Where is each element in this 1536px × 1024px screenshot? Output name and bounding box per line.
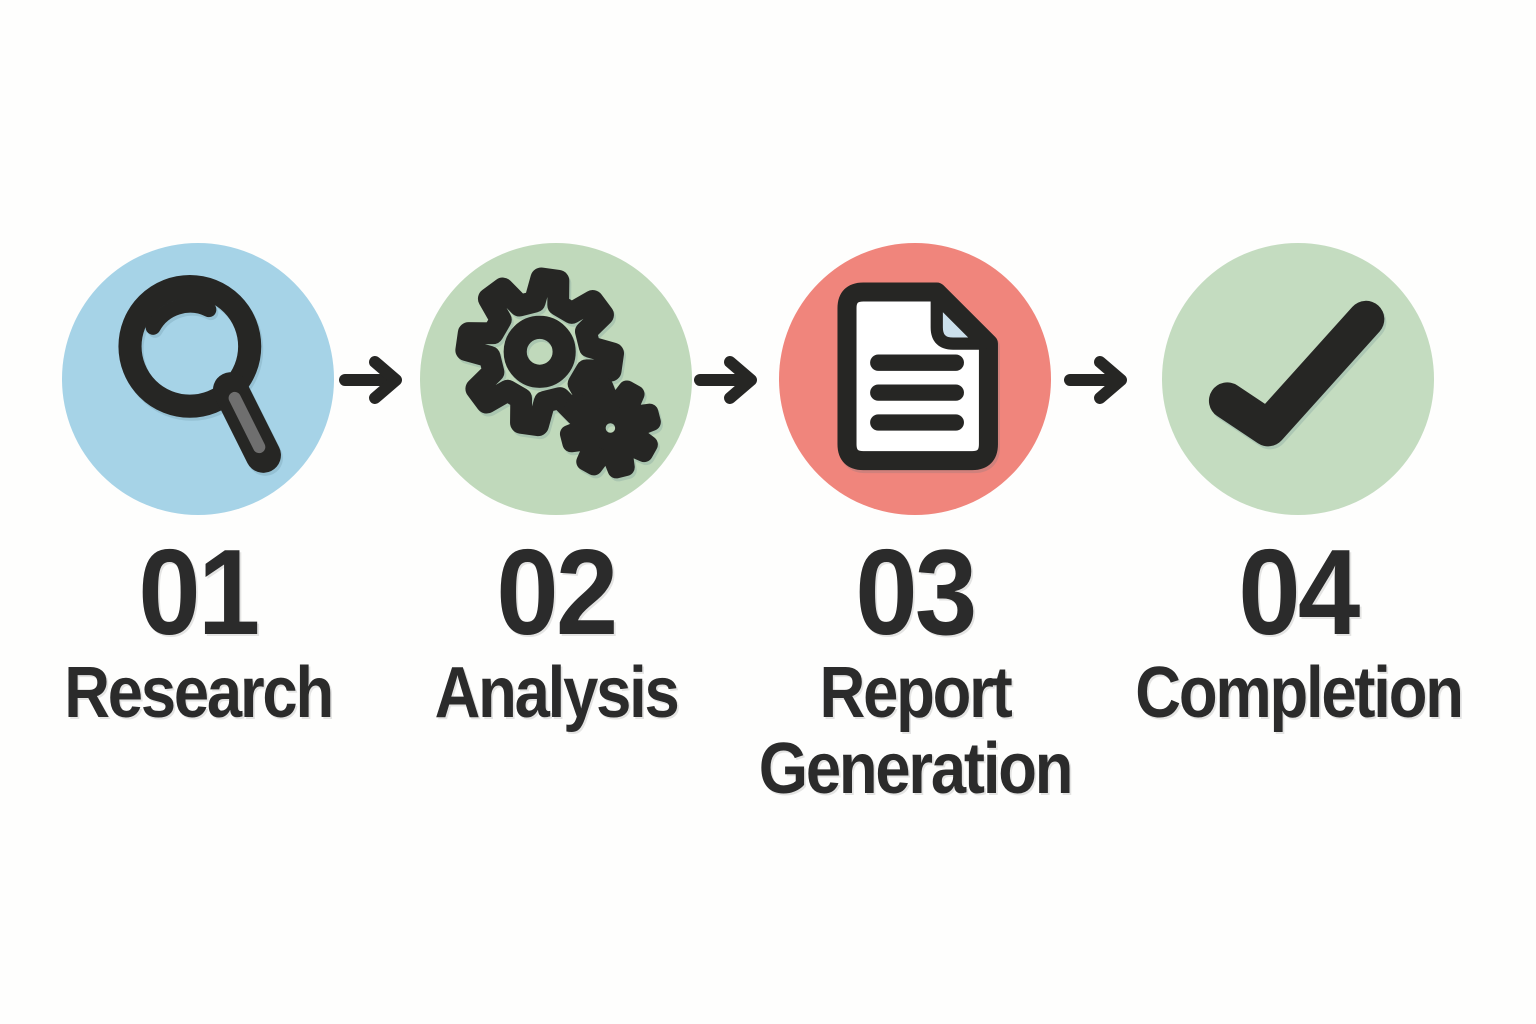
- arrow-icon: [1064, 349, 1130, 411]
- arrow-icon: [339, 349, 405, 411]
- gears-icon: [455, 267, 661, 479]
- report-circle: [779, 243, 1051, 515]
- checkmark-icon: [1208, 300, 1385, 447]
- step-number: 01: [138, 524, 260, 660]
- step-number: 04: [1238, 524, 1360, 660]
- step-number: 02: [496, 524, 618, 660]
- arrow-icon: [694, 349, 760, 411]
- step-research: 01 Research: [18, 243, 378, 731]
- step-analysis: 02 Analysis: [376, 243, 736, 731]
- magnifier-icon: [118, 274, 281, 473]
- analysis-circle: [420, 243, 692, 515]
- step-report-generation: 03 Report Generation: [735, 243, 1095, 808]
- completion-circle: [1162, 243, 1434, 515]
- step-label: Report Generation: [758, 653, 1074, 810]
- step-label: Completion: [1134, 653, 1464, 733]
- step-completion: 04 Completion: [1118, 243, 1478, 731]
- step-label: Research: [64, 653, 334, 733]
- step-label: Analysis: [434, 653, 679, 733]
- research-circle: [62, 243, 334, 515]
- step-number: 03: [855, 524, 977, 660]
- document-icon: [837, 282, 998, 471]
